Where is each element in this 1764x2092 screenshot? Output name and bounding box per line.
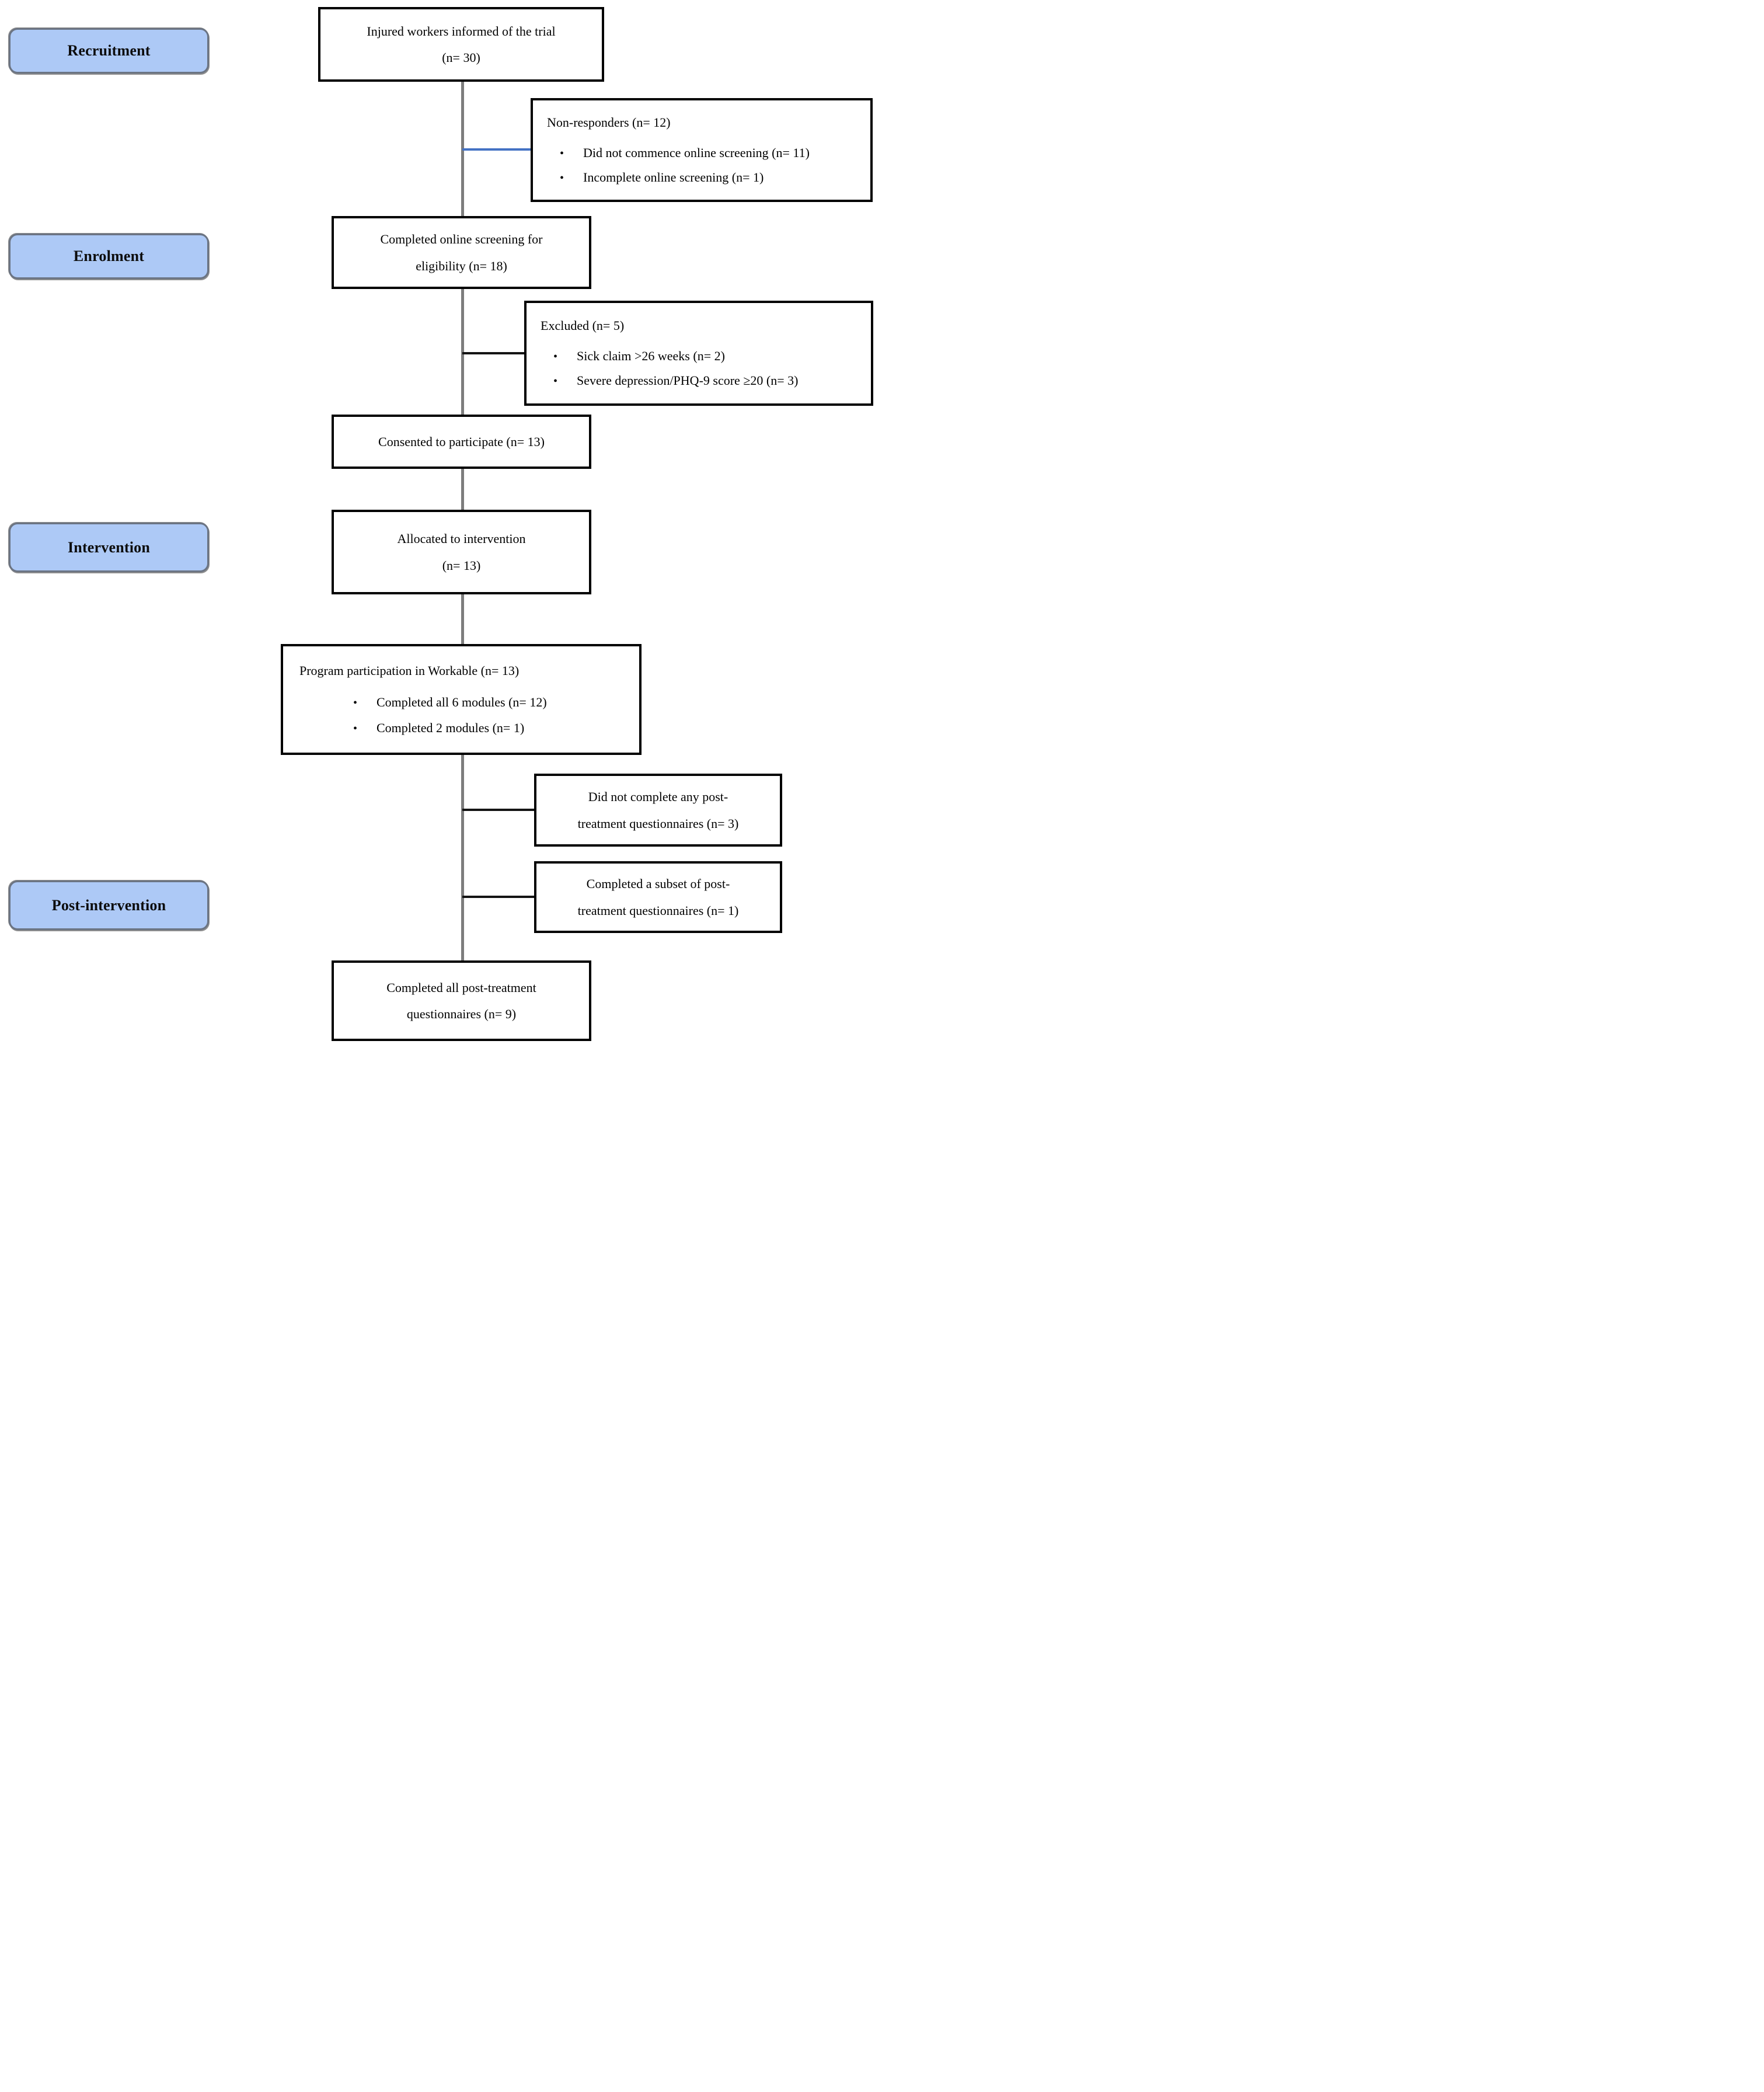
participation-bullet-2: • Completed 2 modules (n= 1) xyxy=(353,719,633,737)
allocated-line2: (n= 13) xyxy=(442,558,481,573)
flow-box-non-responders: Non-responders (n= 12) • Did not commenc… xyxy=(531,98,873,202)
excluded-title: Excluded (n= 5) xyxy=(541,318,625,333)
branch-line-subset-post xyxy=(462,896,535,898)
no-post-line2: treatment questionnaires (n= 3) xyxy=(577,816,739,831)
non-responders-bullet-2: • Incomplete online screening (n= 1) xyxy=(560,169,864,186)
stage-label-enrolment: Enrolment xyxy=(73,248,145,264)
branch-line-no-post xyxy=(462,809,535,811)
excluded-bullet-2: • Severe depression/PHQ-9 score ≥20 (n= … xyxy=(553,372,865,389)
all-post-line1: Completed all post-treatment xyxy=(386,980,536,995)
informed-line1: Injured workers informed of the trial xyxy=(367,23,556,39)
bullet-icon: • xyxy=(560,147,564,160)
trunk-segment-3 xyxy=(461,469,464,510)
participation-title: Program participation in Workable (n= 13… xyxy=(299,663,520,678)
stage-box-post-intervention: Post-intervention xyxy=(9,880,209,930)
excluded-bullet-1-text: Sick claim >26 weeks (n= 2) xyxy=(577,348,725,363)
non-responders-bullet-2-text: Incomplete online screening (n= 1) xyxy=(583,169,764,185)
participation-bullet-1: • Completed all 6 modules (n= 12) xyxy=(353,694,633,711)
bullet-icon: • xyxy=(560,171,564,185)
flow-box-screening: Completed online screening for eligibili… xyxy=(332,216,591,289)
no-post-line1: Did not complete any post- xyxy=(588,789,728,805)
non-responders-title: Non-responders (n= 12) xyxy=(547,115,671,130)
non-responders-bullet-1-text: Did not commence online screening (n= 11… xyxy=(583,145,810,160)
stage-label-recruitment: Recruitment xyxy=(67,42,151,59)
excluded-bullet-2-text: Severe depression/PHQ-9 score ≥20 (n= 3) xyxy=(577,373,799,388)
stage-box-recruitment: Recruitment xyxy=(9,28,209,74)
branch-line-excluded xyxy=(462,352,525,354)
trunk-segment-2 xyxy=(461,289,464,415)
bullet-icon: • xyxy=(553,374,558,388)
participation-bullet-1-text: Completed all 6 modules (n= 12) xyxy=(376,694,547,709)
allocated-line1: Allocated to intervention xyxy=(397,531,526,547)
stage-label-intervention: Intervention xyxy=(67,538,151,556)
subset-post-line2: treatment questionnaires (n= 1) xyxy=(577,903,739,918)
non-responders-bullet-1: • Did not commence online screening (n= … xyxy=(560,144,864,162)
flow-box-participation: Program participation in Workable (n= 13… xyxy=(281,644,642,755)
flow-box-consented: Consented to participate (n= 13) xyxy=(332,415,591,469)
flow-box-subset-post: Completed a subset of post- treatment qu… xyxy=(534,861,782,933)
bullet-icon: • xyxy=(353,696,358,709)
branch-line-non-responders xyxy=(462,148,532,151)
trunk-segment-5 xyxy=(461,755,464,960)
trunk-segment-4 xyxy=(461,594,464,644)
participation-bullet-2-text: Completed 2 modules (n= 1) xyxy=(376,720,525,735)
informed-line2: (n= 30) xyxy=(442,50,480,65)
trial-flow-diagram: Recruitment Enrolment Intervention Post-… xyxy=(0,0,882,1046)
subset-post-line1: Completed a subset of post- xyxy=(586,876,730,892)
flow-box-informed: Injured workers informed of the trial (n… xyxy=(318,7,604,82)
stage-box-enrolment: Enrolment xyxy=(9,234,209,279)
bullet-icon: • xyxy=(353,722,358,735)
all-post-line2: questionnaires (n= 9) xyxy=(406,1007,517,1021)
consented-line1: Consented to participate (n= 13) xyxy=(378,434,545,449)
flow-box-all-post: Completed all post-treatment questionnai… xyxy=(332,960,591,1041)
stage-label-post-intervention: Post-intervention xyxy=(51,896,166,914)
stage-box-intervention: Intervention xyxy=(9,523,209,572)
excluded-bullet-1: • Sick claim >26 weeks (n= 2) xyxy=(553,347,865,365)
flow-box-no-post: Did not complete any post- treatment que… xyxy=(534,774,782,847)
flow-box-allocated: Allocated to intervention (n= 13) xyxy=(332,510,591,594)
screening-line1: Completed online screening for xyxy=(380,232,543,247)
bullet-icon: • xyxy=(553,350,558,363)
flow-box-excluded: Excluded (n= 5) • Sick claim >26 weeks (… xyxy=(524,301,873,406)
screening-line2: eligibility (n= 18) xyxy=(416,258,507,273)
